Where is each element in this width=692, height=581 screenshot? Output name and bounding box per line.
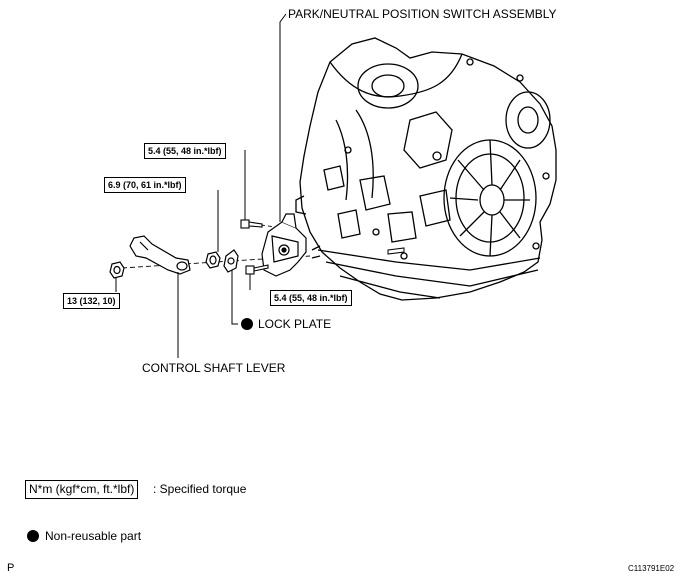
- legend-torque-unit: N*m (kgf*cm, ft.*lbf): [25, 480, 139, 499]
- bolt-lower: [245, 264, 269, 275]
- park-neutral-switch-part: [261, 213, 307, 277]
- lock-plate-label: LOCK PLATE: [258, 317, 332, 331]
- nut-lever: [109, 261, 125, 279]
- switch-leader: [279, 13, 287, 222]
- legend-nonreusable-icon: [27, 530, 39, 542]
- nonreusable-marker-icon: [241, 318, 253, 330]
- control-shaft-lever-part: [129, 235, 191, 275]
- torque-bolt-lower: 5.4 (55, 48 in.*lbf): [270, 290, 352, 306]
- transaxle-assembly: [295, 37, 557, 301]
- torque-nut-shaft: 6.9 (70, 61 in.*lbf): [104, 177, 186, 193]
- lock-plate-part: [223, 249, 239, 273]
- legend-torque-desc: : Specified torque: [153, 482, 247, 496]
- corner-mark: P: [7, 562, 15, 574]
- torque-bolt-upper: 5.4 (55, 48 in.*lbf): [144, 143, 226, 159]
- housing-bolt: [387, 247, 405, 255]
- torque-nut-lever: 13 (132, 10): [63, 293, 120, 309]
- figure-id: C113791E02: [628, 564, 675, 573]
- legend-nonreusable-label: Non-reusable part: [45, 529, 142, 543]
- park-neutral-switch-label: PARK/NEUTRAL POSITION SWITCH ASSEMBLY: [288, 7, 557, 21]
- control-shaft-lever-label: CONTROL SHAFT LEVER: [142, 361, 286, 375]
- bolt-upper: [240, 219, 263, 229]
- lock-plate-leader: [231, 270, 238, 325]
- nut-shaft: [205, 251, 221, 269]
